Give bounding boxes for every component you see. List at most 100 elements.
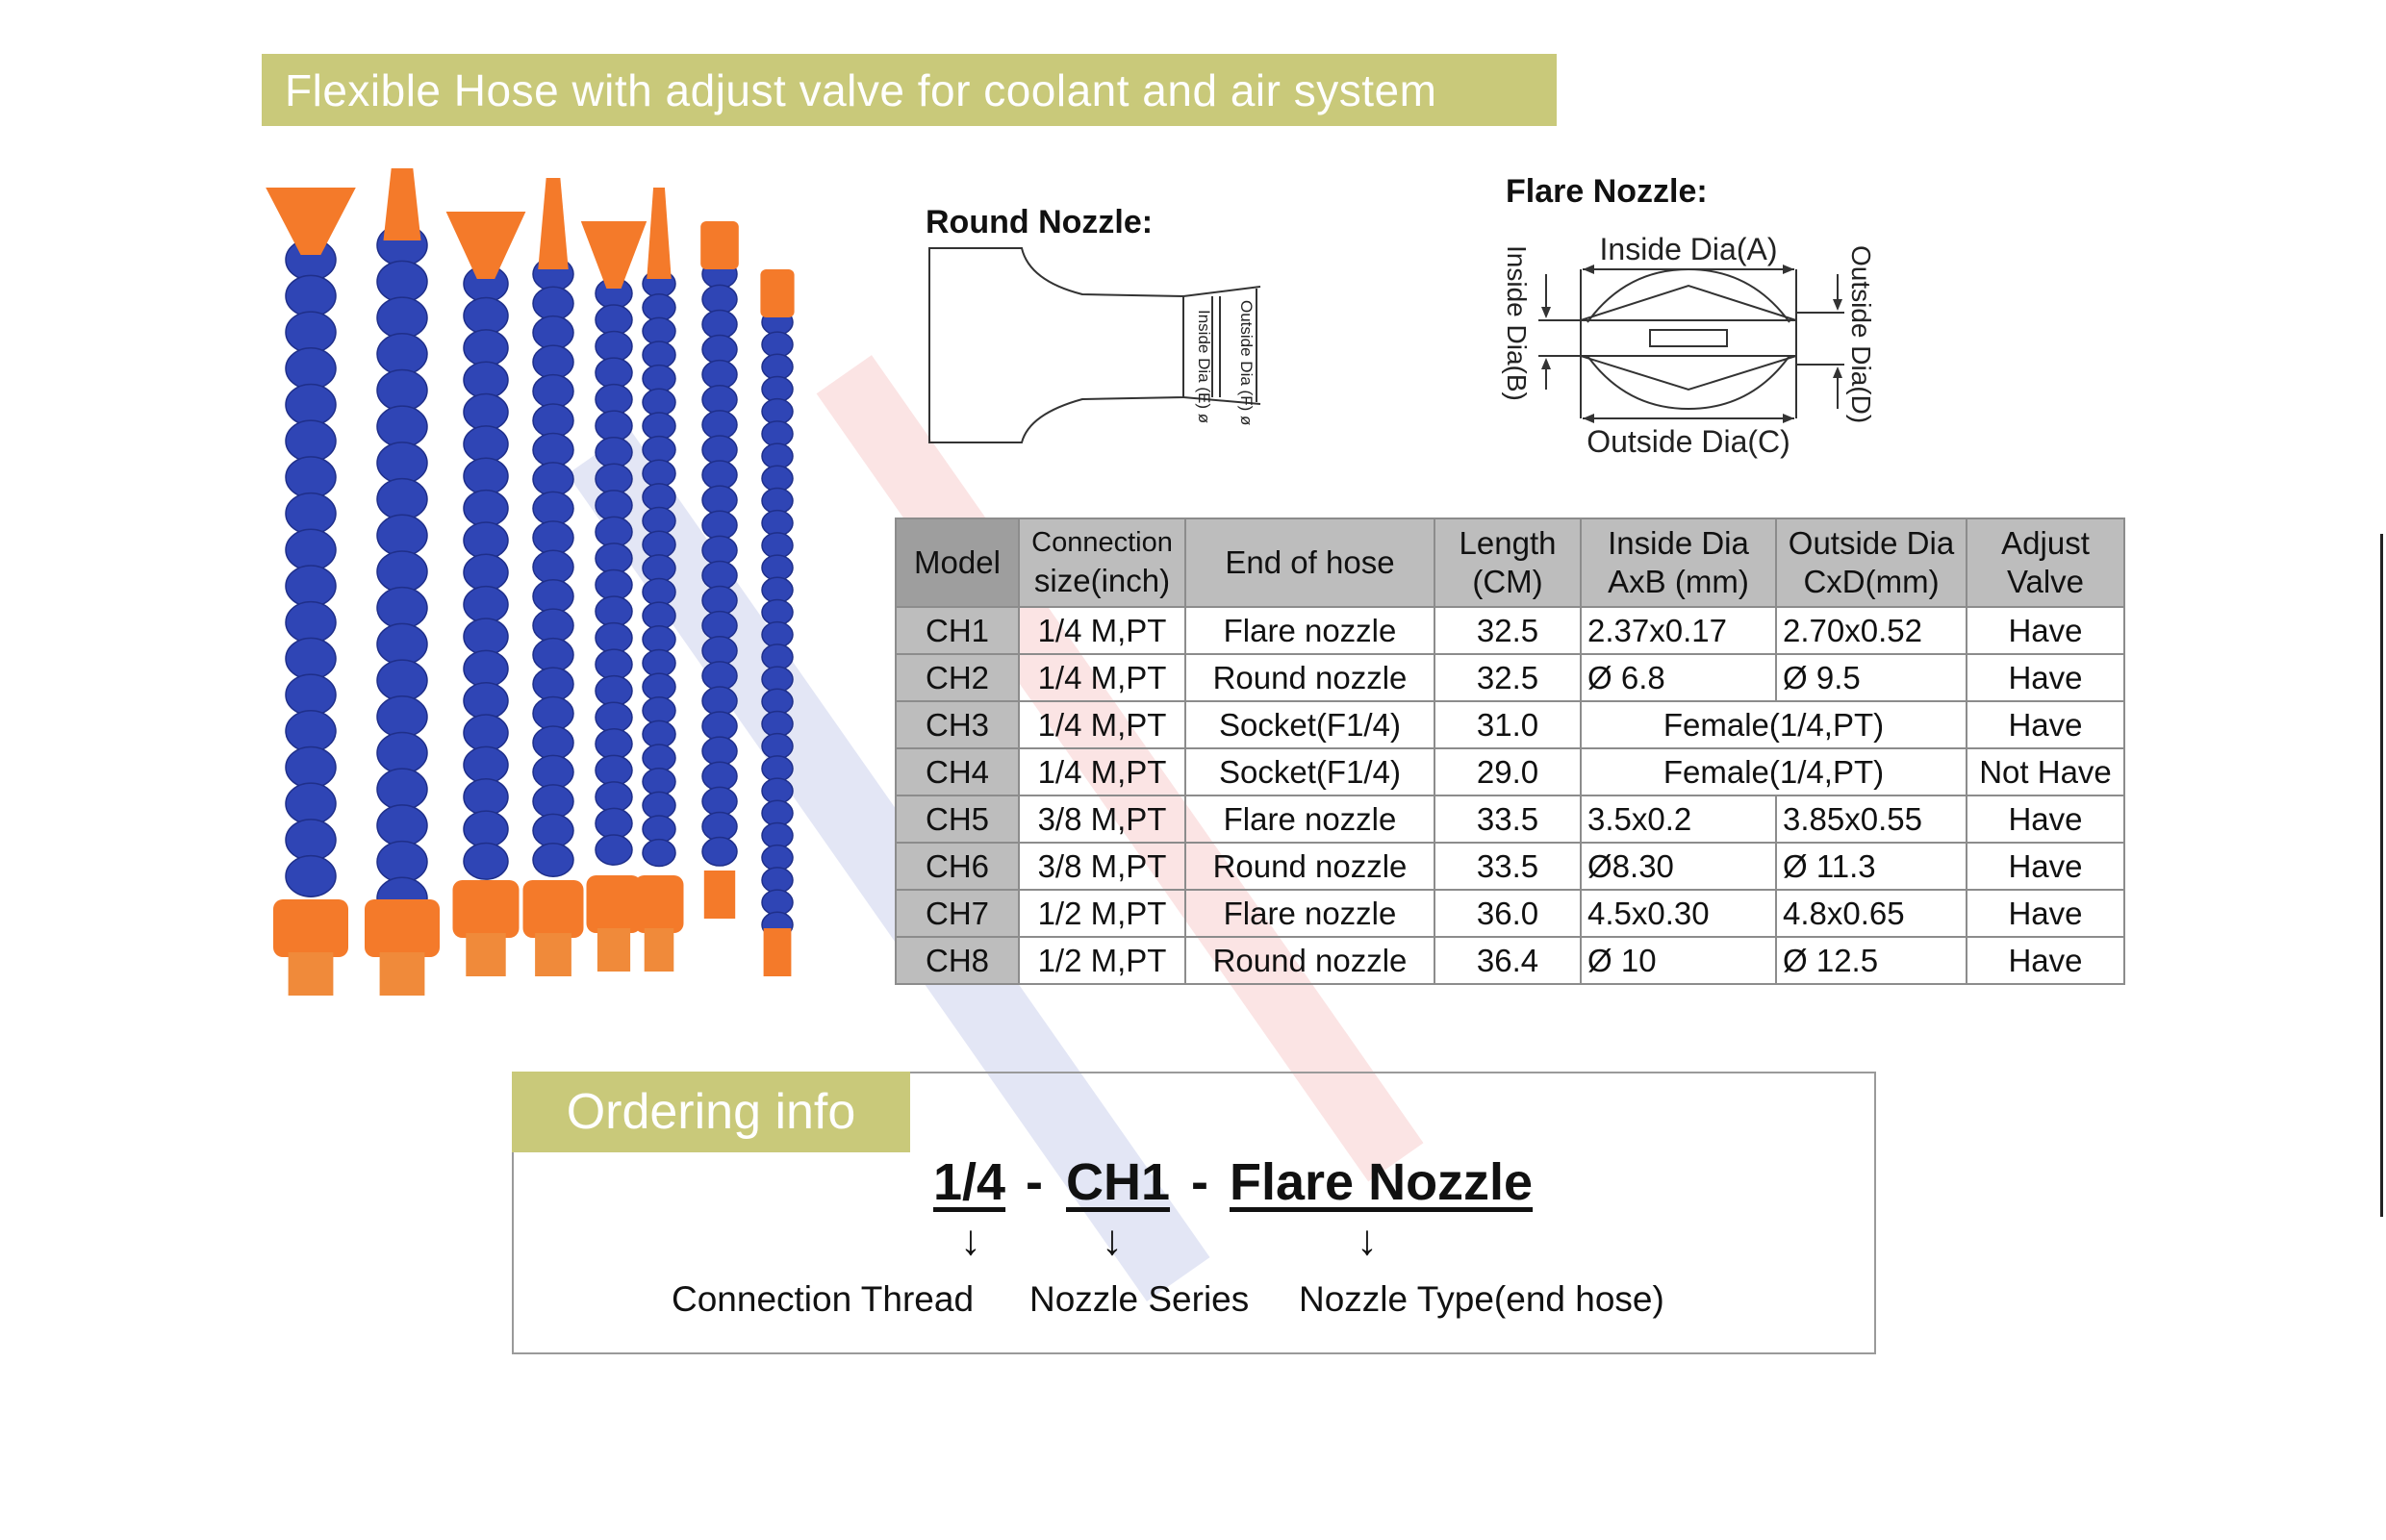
hose-segment: [701, 661, 738, 692]
hose-segment: [642, 316, 676, 345]
hose-segment: [761, 844, 794, 871]
table-cell-valve: Have: [1966, 936, 2125, 985]
hose-segment: [701, 384, 738, 416]
table-cell-outside: 2.70x0.52: [1775, 606, 1967, 655]
hose-segment: [701, 435, 738, 466]
hose-segment: [761, 799, 794, 827]
desc-connection-thread: Connection Thread: [672, 1279, 975, 1319]
table-cell-model: CH3: [895, 700, 1020, 749]
hose-segment: [701, 610, 738, 641]
valve-body: [586, 875, 642, 933]
arrow-down-icon: ↓: [1102, 1217, 1123, 1264]
table-cell-model: CH4: [895, 747, 1020, 796]
hose-segment: [642, 388, 676, 417]
round-nozzle-diagram: Inside Dia (E) ø Outside Dia (F) ø: [928, 247, 1261, 443]
hose-segment: [285, 383, 337, 426]
table-cell-len: 33.5: [1434, 795, 1582, 844]
hose-segment: [701, 585, 738, 616]
hose-segment: [761, 487, 794, 515]
table-cell-end: Round nozzle: [1184, 936, 1435, 985]
table-cell-end: Round nozzle: [1184, 842, 1435, 891]
hose-segment: [532, 491, 574, 526]
hose-segment: [642, 292, 676, 322]
hose-segment: [642, 625, 676, 654]
hose-segment: [701, 736, 738, 767]
hose-segment: [532, 695, 574, 731]
hose-segment: [463, 296, 509, 335]
table-cell-valve: Have: [1966, 653, 2125, 702]
table-cell-conn: 1/4 M,PT: [1018, 653, 1186, 702]
hose-segment: [595, 701, 633, 734]
table-cell-outside: Ø 12.5: [1775, 936, 1967, 985]
table-cell-inside: 4.5x0.30: [1580, 889, 1777, 938]
hose-segment: [595, 410, 633, 442]
title-bar: Flexible Hose with adjust valve for cool…: [262, 54, 1557, 126]
hose-segment: [642, 815, 676, 844]
table-cell-len: 32.5: [1434, 606, 1582, 655]
hose-segment: [701, 635, 738, 667]
flare-nozzle-label: Flare Nozzle:: [1506, 173, 1708, 210]
hose-segment: [285, 456, 337, 499]
hose-segment: [285, 492, 337, 535]
hose-segment: [532, 403, 574, 439]
hose-segment: [532, 549, 574, 585]
flare-outside-c-label: Outside Dia(C): [1586, 424, 1790, 459]
hose-segment: [761, 710, 794, 738]
valve-body: [452, 880, 520, 938]
table-cell-valve: Have: [1966, 842, 2125, 891]
hose-segment: [532, 667, 574, 702]
hose-segment: [463, 745, 509, 784]
hose-segment: [642, 341, 676, 369]
desc-nozzle-series: Nozzle Series: [1029, 1279, 1250, 1319]
hose-segment: [532, 315, 574, 350]
hose-segment: [761, 509, 794, 537]
hose-segment: [761, 420, 794, 447]
hose-segment: [642, 744, 676, 772]
flare-nozzle-tip: [445, 212, 526, 279]
desc-nozzle-type: Nozzle Type(end hose): [1299, 1279, 1664, 1319]
code-separator-2: -: [1191, 1153, 1208, 1211]
hose-segment: [595, 595, 633, 627]
flare-nozzle-tip: [266, 188, 356, 255]
hose-segment: [761, 755, 794, 782]
ordering-info-box: [512, 1072, 1876, 1354]
hose-segment: [761, 465, 794, 492]
hose-segment: [761, 666, 794, 694]
flare-nozzle-diagram: Inside Dia(A) Outside Dia(C) Inside Dia(…: [1502, 232, 1876, 459]
hose-segment: [642, 435, 676, 465]
hose-segment: [376, 622, 428, 666]
hose-segment: [463, 521, 509, 560]
hose-segment: [595, 648, 633, 681]
table-cell-valve: Have: [1966, 795, 2125, 844]
hose-segment: [701, 334, 738, 365]
hose-segment: [701, 309, 738, 340]
thread-fitting: [288, 952, 334, 996]
hose-segment: [642, 554, 676, 583]
hose-segment: [285, 710, 337, 753]
hose-segment: [761, 532, 794, 559]
hose-segment: [642, 838, 676, 868]
code-series: CH1: [1066, 1153, 1171, 1211]
hose-segment: [532, 637, 574, 672]
hose-segment: [285, 673, 337, 717]
edge-line: [2380, 534, 2383, 1217]
hose-segment: [285, 819, 337, 862]
hose-segment: [642, 601, 676, 630]
hose-segment: [642, 648, 676, 678]
hose-segment: [463, 714, 509, 752]
hose-segment: [761, 867, 794, 894]
hose-segment: [761, 331, 794, 359]
table-cell-inside: 3.5x0.2: [1580, 795, 1777, 844]
hose-segment: [595, 436, 633, 468]
hose-segment: [532, 344, 574, 380]
hose-segment: [761, 576, 794, 604]
hose-segment: [532, 578, 574, 614]
hose-segment: [463, 361, 509, 399]
table-cell-len: 29.0: [1434, 747, 1582, 796]
